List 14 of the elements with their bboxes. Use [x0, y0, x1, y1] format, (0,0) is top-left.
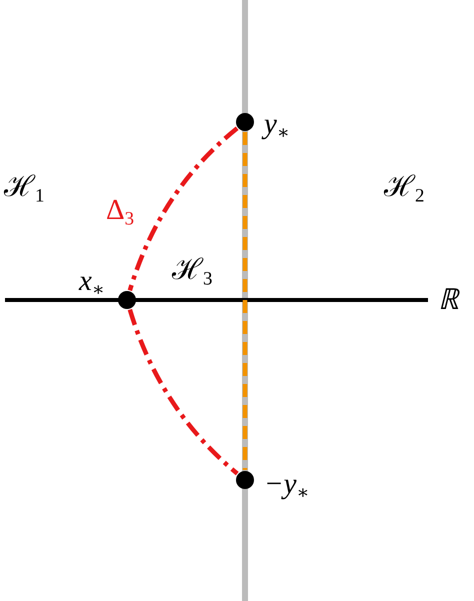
- curve-line: [128, 308, 239, 476]
- point-dot: [236, 113, 254, 131]
- region-label: ℋ$_{1}$: [4, 173, 44, 206]
- edge-label: Δ$_{3}$: [106, 196, 134, 230]
- curve-line: [128, 126, 239, 292]
- point-dot: [118, 291, 136, 309]
- point-dot: [236, 471, 254, 489]
- axis-label: ℝ: [438, 286, 459, 315]
- point-label: x$_{∗}$: [79, 267, 105, 300]
- dashed-line: [242, 132, 248, 470]
- point-label: −y$_{∗}$: [264, 470, 310, 504]
- point-label: y$_{∗}$: [264, 110, 290, 144]
- region-label: ℋ$_{3}$: [172, 256, 212, 290]
- region-label: ℋ$_{2}$: [384, 173, 424, 206]
